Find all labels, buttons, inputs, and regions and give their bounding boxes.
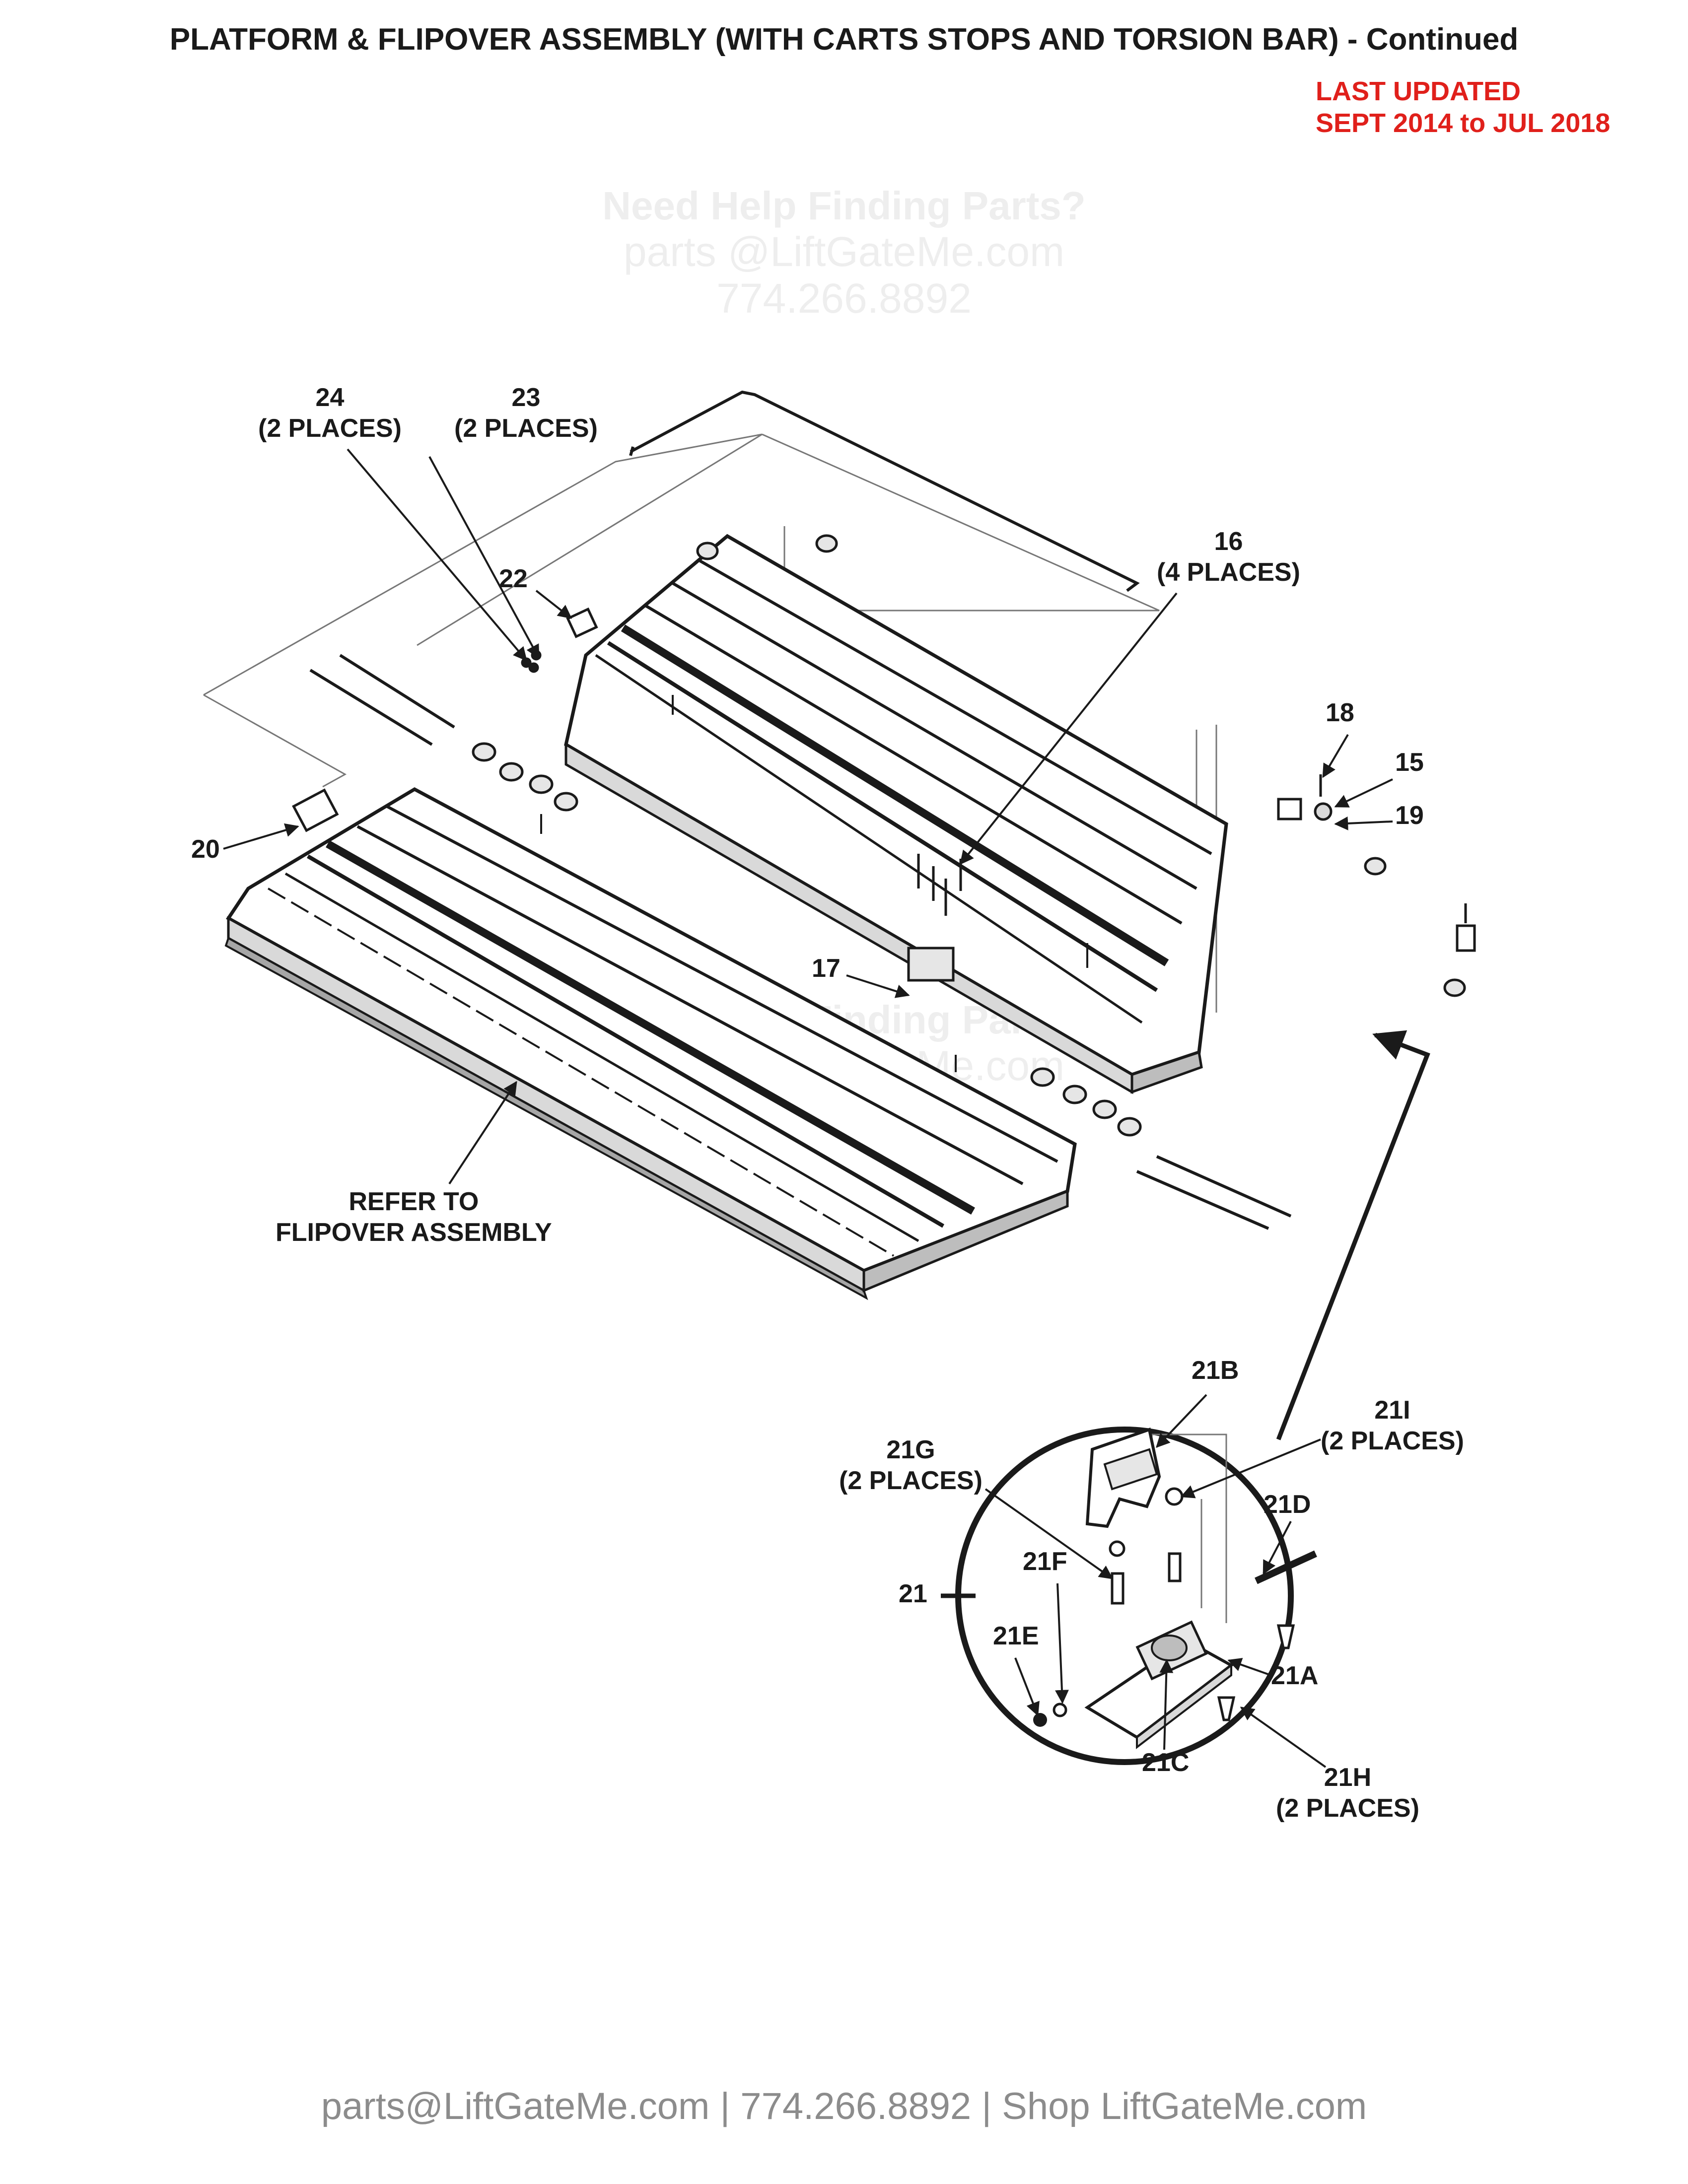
- callout-18: 18: [1326, 698, 1354, 727]
- detail-pointer: [1276, 1030, 1430, 1440]
- footer-contact: parts@LiftGateMe.com | 774.266.8892 | Sh…: [321, 2085, 1367, 2127]
- bolts: [917, 774, 1467, 923]
- callout-22: 22: [499, 564, 528, 593]
- page-title: PLATFORM & FLIPOVER ASSEMBLY (WITH CARTS…: [169, 22, 1519, 57]
- last-updated-label: LAST UPDATED: [1316, 76, 1521, 106]
- callout-19: 19: [1395, 801, 1424, 830]
- main-platform: [564, 534, 1228, 1094]
- detail-circle-21: [941, 1394, 1327, 1768]
- torsion-bar: [629, 390, 1140, 592]
- flipover-platform: [224, 787, 1077, 1300]
- watermark-email: parts @LiftGateMe.com: [623, 228, 1065, 275]
- callout-17: 17: [812, 954, 841, 983]
- callout-21: 21: [899, 1579, 927, 1608]
- callout-21H: 21H (2 PLACES): [1276, 1763, 1419, 1823]
- callout-20: 20: [191, 835, 220, 864]
- vertical-guides: [540, 695, 1088, 1072]
- callout-21I: 21I (2 PLACES): [1321, 1396, 1464, 1455]
- callout-refer-flipover: REFER TO FLIPOVER ASSEMBLY: [276, 1187, 552, 1247]
- callout-24: 24 (2 PLACES): [258, 383, 402, 443]
- bushings: [472, 534, 1466, 1137]
- callout-21B: 21B: [1192, 1356, 1239, 1385]
- watermark-phone: 774.266.8892: [716, 274, 972, 322]
- callout-21A: 21A: [1271, 1661, 1319, 1690]
- last-updated-note: LAST UPDATED SEPT 2014 to JUL 2018: [1316, 75, 1610, 139]
- hinge-pins: [309, 654, 1292, 1230]
- watermark-top: Need Help Finding Parts? parts @LiftGate…: [0, 184, 1688, 322]
- callout-16: 16 (4 PLACES): [1157, 527, 1300, 587]
- watermark-heading: Need Help Finding Parts?: [602, 184, 1086, 228]
- callout-21G: 21G (2 PLACES): [839, 1435, 983, 1495]
- callout-23: 23 (2 PLACES): [454, 383, 598, 443]
- last-updated-range: SEPT 2014 to JUL 2018: [1316, 108, 1611, 138]
- callout-15: 15: [1395, 748, 1424, 777]
- callout-21F: 21F: [1023, 1547, 1067, 1576]
- callout-21C: 21C: [1142, 1748, 1190, 1777]
- callout-21D: 21D: [1264, 1490, 1311, 1519]
- small-hardware: [292, 607, 1476, 982]
- callout-21E: 21E: [993, 1622, 1039, 1650]
- leader-lines: [223, 448, 1393, 1185]
